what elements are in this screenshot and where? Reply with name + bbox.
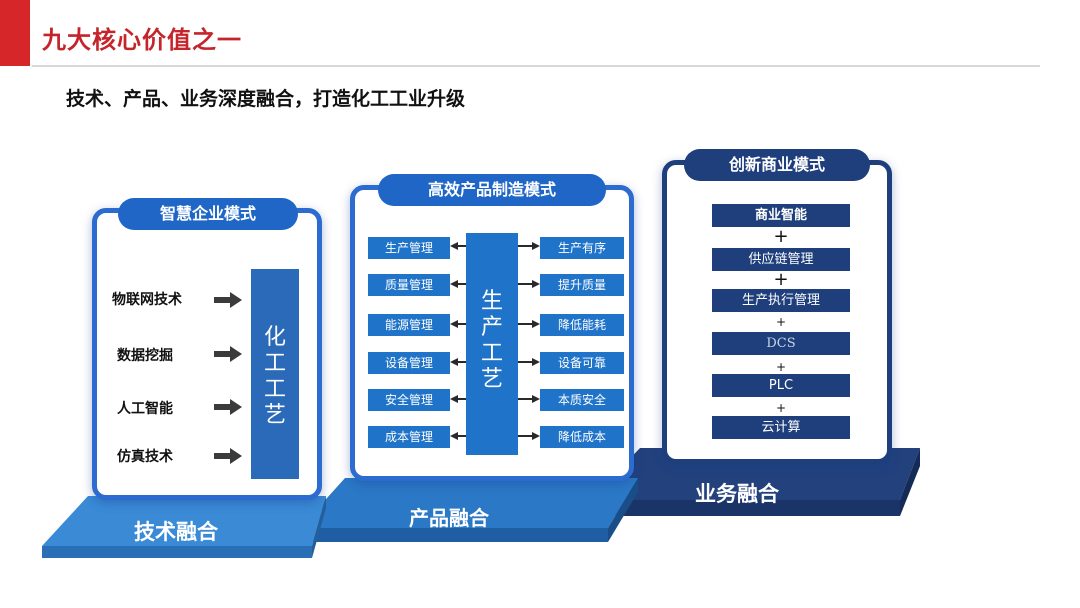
biz-item-dcs: DCS [712,332,850,355]
platform-label-product: 产品融合 [409,506,489,530]
platform-product-side [608,478,638,542]
arrow-right-icon [214,399,242,415]
mgmt-item-production: 生产管理 [368,237,450,259]
connector-lines [450,242,540,440]
platform-tech-side [312,496,326,558]
result-item-quality: 提升质量 [540,274,624,296]
biz-item-cloud: 云计算 [712,416,850,439]
plus-sign: + [773,269,789,290]
title-divider [32,65,1040,67]
left-item-ai: 人工智能 [117,401,173,417]
mgmt-item-energy: 能源管理 [368,314,450,336]
biz-item-mes: 生产执行管理 [712,289,850,312]
biz-item-bi: 商业智能 [712,204,850,227]
left-item-datamining: 数据挖掘 [117,348,173,364]
mgmt-item-cost: 成本管理 [368,426,450,448]
left-item-iot: 物联网技术 [112,292,182,308]
result-item-energy: 降低能耗 [540,314,624,336]
result-item-orderly: 生产有序 [540,237,624,259]
mgmt-item-equipment: 设备管理 [368,352,450,374]
arrow-right-icon [214,292,242,308]
production-process-bar: 生产工艺 [466,233,518,455]
plus-sign: + [775,360,787,374]
plus-sign: + [775,401,787,415]
smart-enterprise-pill: 智慧企业模式 [118,198,298,230]
biz-item-scm: 供应链管理 [712,248,850,271]
page-title: 九大核心价值之一 [42,26,242,54]
platform-business-front [590,500,900,516]
plus-sign: + [773,226,789,247]
mgmt-item-quality: 质量管理 [368,274,450,296]
efficient-manufacturing-pill: 高效产品制造模式 [378,174,606,206]
platform-label-business: 业务融合 [695,482,779,506]
platform-tech-top [42,496,326,546]
result-item-cost: 降低成本 [540,426,624,448]
arrow-right-icon [214,346,242,362]
left-item-simulation: 仿真技术 [117,449,173,465]
production-process-label: 生产工艺 [480,289,503,392]
platform-tech-front [42,546,312,558]
page-subtitle: 技术、产品、业务深度融合，打造化工工业升级 [66,88,466,110]
mgmt-item-safety: 安全管理 [368,389,450,411]
platform-product-top [300,478,638,528]
result-item-reliable: 设备可靠 [540,352,624,374]
title-accent-bar [0,0,30,66]
platform-label-tech: 技术融合 [134,520,218,544]
chemical-process-label: 化工工艺 [263,325,286,428]
plus-sign: + [775,315,787,329]
business-model-pill: 创新商业模式 [684,149,870,181]
arrow-right-icon [214,448,242,464]
biz-item-plc: PLC [712,374,850,397]
result-item-safety: 本质安全 [540,389,624,411]
chemical-process-bar: 化工工艺 [251,269,299,479]
platform-business-side [900,448,920,516]
platform-product-front [300,528,608,542]
